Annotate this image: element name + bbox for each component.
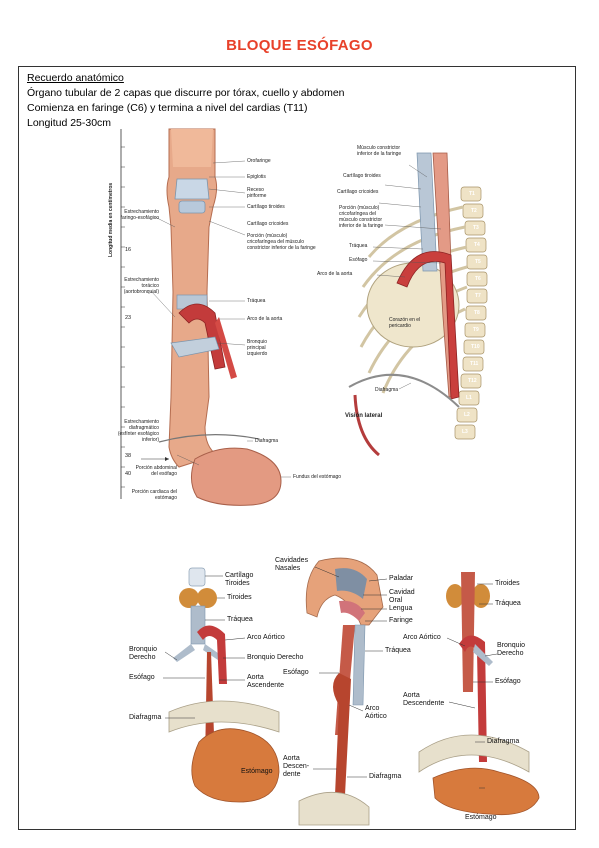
label-tiroides: Tiroides	[227, 594, 252, 601]
label-aorta-descendente: Aorta Descen-dente	[283, 755, 310, 778]
label-estrech-toracico: Estrechamiento torácico (aortobronquial)	[123, 277, 159, 295]
label-cricoides: Cartílago cricoides	[247, 221, 289, 227]
label-traquea: Tráquea	[385, 647, 411, 654]
label-diafragma: Diafragma	[487, 738, 520, 745]
esophagus-lateral-illustration	[348, 152, 488, 457]
vertebra-label: T2	[471, 208, 477, 214]
label-arco-aorta: Arco de la aorta	[247, 316, 283, 322]
label-receso: Receso piriforme	[247, 187, 267, 199]
label-bronquio-derecho: Bronquio Derecho	[129, 646, 158, 661]
intro-line: Longitud 25-30cm	[27, 117, 112, 129]
label-diafragma: Diafragma	[255, 438, 279, 444]
vertebra-label: T6	[475, 276, 481, 282]
vertebra-label: T11	[470, 361, 479, 367]
label-estomago: Estómago	[465, 814, 497, 821]
label-estomago: Estómago	[241, 768, 273, 775]
label-tiroides: Cartílago tiroides	[247, 204, 285, 210]
tick-label: 16	[125, 247, 132, 253]
vertebra-label: T4	[474, 242, 480, 248]
label-porcion-cardiaca: Porción cardiaca del estómago	[131, 489, 177, 501]
figure-lateral-view: Músculo constrictor inferior de la farin…	[309, 137, 575, 517]
label-fundus: Fundus del estómago	[293, 474, 342, 480]
content-frame: Recuerdo anatómico Órgano tubular de 2 c…	[18, 66, 576, 830]
label-estrech-faringo: Estrechamiento faringo-esofágico	[120, 209, 159, 221]
tick-label: 38	[125, 453, 132, 459]
label-esofago: Esófago	[129, 674, 155, 681]
esophagus-anterior-illustration	[163, 567, 280, 803]
tick-label: 40	[125, 471, 132, 477]
label-bronquio: Bronquio principal izquierdo	[247, 339, 268, 357]
label-cavidad-oral: Cavidad Oral	[389, 589, 415, 604]
esophagus-front-illustration	[120, 128, 291, 506]
label-diafragma: Diafragma	[375, 387, 399, 393]
vertebra-label: T10	[471, 344, 480, 350]
label-tiroides: Tiroides	[495, 580, 520, 587]
label-porcion-crico: Porción (músculo) cricofaríngea del músc…	[339, 205, 384, 229]
intro-heading: Recuerdo anatómico	[27, 72, 124, 84]
vertebra-label: T8	[474, 310, 480, 316]
label-traquea: Tráquea	[247, 298, 266, 304]
label-epiglotis: Epiglotis	[247, 174, 266, 180]
label-paladar: Paladar	[389, 575, 414, 582]
label-aorta-ascendente: Aorta Ascendente	[247, 674, 284, 689]
label-bronquio-derecho-2: Bronquio Derecho	[247, 654, 304, 661]
intro-line: Órgano tubular de 2 capas que discurre p…	[27, 87, 345, 99]
label-cavidades-nasales: Cavidades Nasales	[275, 557, 309, 572]
esophagus-posterior-illustration	[418, 572, 540, 816]
label-corazon: Corazón en el pericardio	[389, 317, 421, 329]
label-cricoides: Cartílago cricoides	[337, 189, 379, 195]
label-estrech-diafrag: Estrechamiento diafragmático (esfínter e…	[117, 419, 159, 443]
label-arco-aortico: Arco Aórtico	[247, 634, 285, 641]
tick-label: 23	[125, 315, 132, 321]
label-porcion-crico: Porción (músculo) cricofaríngea del músc…	[247, 233, 316, 251]
vertebra-label: T5	[475, 259, 481, 265]
vertebra-label: T12	[468, 378, 477, 384]
vertebra-label: L3	[462, 429, 468, 435]
label-cartilago-tiroides: Cartílago Tiroides	[225, 572, 254, 587]
figure-bottom-middle: Cavidades Nasales Paladar Cavidad Oral L…	[259, 555, 429, 826]
figure-bottom-right: Tiroides Tráquea Arco Aórtico Bronquio D…	[389, 562, 575, 822]
vertebra-label: T3	[473, 225, 479, 231]
label-bronquio-derecho: Bronquio Derecho	[497, 642, 526, 657]
label-traquea: Tráquea	[349, 243, 368, 249]
label-traquea: Tráquea	[495, 600, 521, 607]
label-lengua: Lengua	[389, 605, 413, 612]
intro-line: Comienza en faringe (C6) y termina a niv…	[27, 102, 308, 114]
intro-text: Recuerdo anatómico Órgano tubular de 2 c…	[27, 71, 345, 131]
head-neck-sagittal-illustration	[298, 557, 388, 826]
figure-front-view: Longitud media en centímetros 16 23 38 4…	[19, 67, 341, 512]
label-arco-aortico: Arco Aórtico	[365, 705, 387, 720]
label-arco-aorta: Arco de la aorta	[317, 271, 353, 277]
label-traquea: Tráquea	[227, 616, 253, 623]
label-faringe: Faringe	[389, 617, 413, 624]
label-porcion-abd: Porción abdominal del esófago	[135, 465, 177, 477]
label-esofago: Esófago	[495, 678, 521, 685]
page-title: BLOQUE ESÓFAGO	[226, 37, 373, 54]
vertebra-label: T1	[469, 191, 475, 197]
label-esofago: Esófago	[349, 257, 368, 263]
vertebra-label: T7	[475, 293, 481, 299]
label-constrictor: Músculo constrictor inferior de la farin…	[357, 145, 402, 157]
label-tiroides: Cartílago tiroides	[343, 173, 381, 179]
label-esofago: Esófago	[283, 669, 309, 676]
label-orofaringe: Orofaringe	[247, 158, 271, 164]
label-diafragma: Diafragma	[369, 773, 402, 780]
label-aorta-descendente: Aorta Descendente	[403, 692, 445, 707]
label-arco-aortico: Arco Aórtico	[403, 634, 441, 641]
figure-bottom-left: Cartílago Tiroides Tiroides Tráquea Bron…	[129, 562, 329, 822]
vertebra-label: T9	[473, 327, 479, 333]
vertebra-label: L2	[464, 412, 470, 418]
label-diafragma: Diafragma	[129, 714, 162, 721]
vertebra-label: L1	[466, 395, 472, 401]
figure-caption: Visión lateral	[345, 413, 383, 419]
axis-label: Longitud media en centímetros	[108, 182, 114, 257]
